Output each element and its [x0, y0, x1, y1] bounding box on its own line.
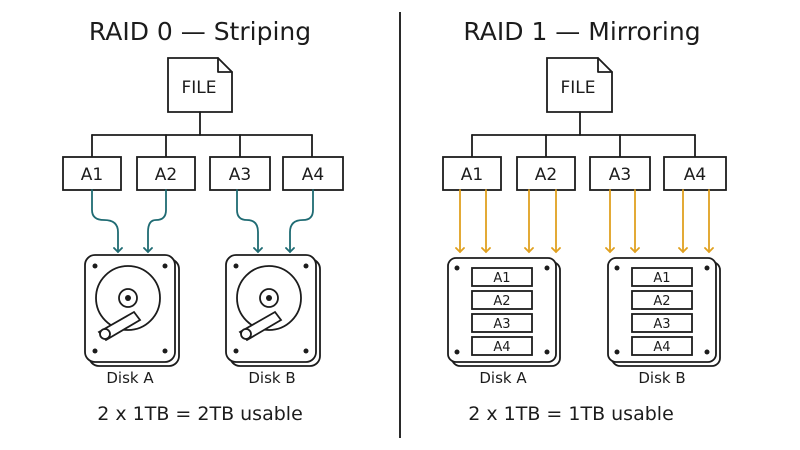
- arrow-a3-to-disk-b: [236, 189, 263, 254]
- svg-text:A3: A3: [493, 317, 510, 332]
- svg-text:A4: A4: [302, 165, 324, 185]
- svg-text:A2: A2: [653, 294, 670, 309]
- svg-text:A3: A3: [609, 165, 631, 185]
- arrow-a2-to-disk-a: [143, 189, 167, 254]
- raid0-block-a1: A1: [62, 156, 122, 191]
- raid1-title: RAID 1 — Mirroring: [463, 17, 700, 46]
- raid1-block-a1: A1: [442, 156, 502, 191]
- svg-text:A2: A2: [155, 165, 177, 185]
- raid1-block-a3: A3: [589, 156, 651, 191]
- raid0-arrows: [91, 189, 314, 254]
- svg-text:A1: A1: [653, 271, 670, 286]
- raid1-disk-a-icon: A1 A2 A3 A4: [447, 257, 561, 367]
- svg-text:A1: A1: [493, 271, 510, 286]
- svg-text:A4: A4: [684, 165, 706, 185]
- raid1-disk-a-label: Disk A: [479, 369, 527, 387]
- svg-text:A4: A4: [653, 340, 670, 355]
- raid1-disk-b-icon: A1 A2 A3 A4: [607, 257, 721, 367]
- raid1-block-a2: A2: [516, 156, 576, 191]
- raid0-tree-connector: [91, 111, 313, 158]
- svg-text:A3: A3: [229, 165, 251, 185]
- raid0-block-a3: A3: [209, 156, 271, 191]
- raid1-file-icon: FILE: [546, 57, 613, 113]
- svg-text:A2: A2: [493, 294, 510, 309]
- svg-text:A4: A4: [493, 340, 510, 355]
- raid1-tree-connector: [471, 111, 696, 158]
- raid0-disk-a-icon: [84, 254, 180, 367]
- raid0-disk-a-label: Disk A: [106, 369, 154, 387]
- raid0-disk-b-label: Disk B: [248, 369, 295, 387]
- svg-text:A1: A1: [461, 165, 483, 185]
- raid0-summary: 2 x 1TB = 2TB usable: [97, 403, 303, 425]
- raid1-summary: 2 x 1TB = 1TB usable: [468, 403, 674, 425]
- raid0-title: RAID 0 — Striping: [89, 17, 311, 46]
- raid0-block-a2: A2: [136, 156, 196, 191]
- raid1-panel: RAID 1 — Mirroring FILE A1 A2 A3: [442, 17, 727, 425]
- raid0-panel: RAID 0 — Striping FILE A1 A2 A3: [62, 17, 344, 425]
- raid1-arrows: [455, 189, 714, 254]
- svg-text:A2: A2: [535, 165, 557, 185]
- raid1-block-a4: A4: [663, 156, 727, 191]
- raid1-file-label: FILE: [560, 78, 595, 98]
- raid0-file-icon: FILE: [167, 57, 233, 113]
- svg-text:A1: A1: [81, 165, 103, 185]
- arrow-a4-to-disk-b: [285, 189, 314, 254]
- raid0-file-label: FILE: [181, 78, 216, 98]
- arrow-a1-to-disk-a: [91, 189, 123, 254]
- raid0-disk-b-icon: [225, 254, 321, 367]
- raid1-disk-b-label: Disk B: [638, 369, 685, 387]
- svg-text:A3: A3: [653, 317, 670, 332]
- raid0-block-a4: A4: [282, 156, 344, 191]
